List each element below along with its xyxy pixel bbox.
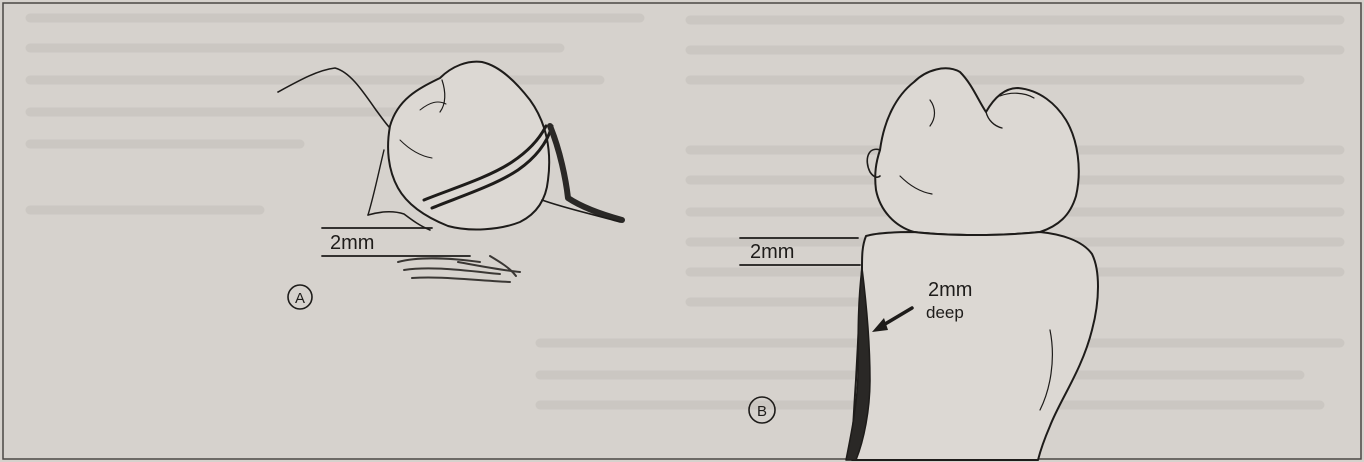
- figure-frame: [3, 3, 1361, 459]
- crown-a-outline: [388, 62, 549, 230]
- crown-b-outline: [875, 68, 1079, 235]
- adjacent-tooth-outline: [278, 68, 390, 128]
- panel-b-measure-label: 2mm: [750, 241, 794, 263]
- panel-b-label: B: [757, 403, 767, 420]
- panel-a-measure-label: 2mm: [330, 232, 374, 254]
- depth-value-label: 2mm: [928, 279, 972, 301]
- root-outline: [852, 232, 1098, 460]
- tissue-hatching: [398, 256, 520, 282]
- panel-a: [278, 62, 622, 309]
- panel-b: [740, 68, 1098, 460]
- depth-word-label: deep: [926, 303, 964, 322]
- panel-a-label: A: [295, 290, 305, 307]
- adjacent-tooth-lower: [368, 150, 384, 215]
